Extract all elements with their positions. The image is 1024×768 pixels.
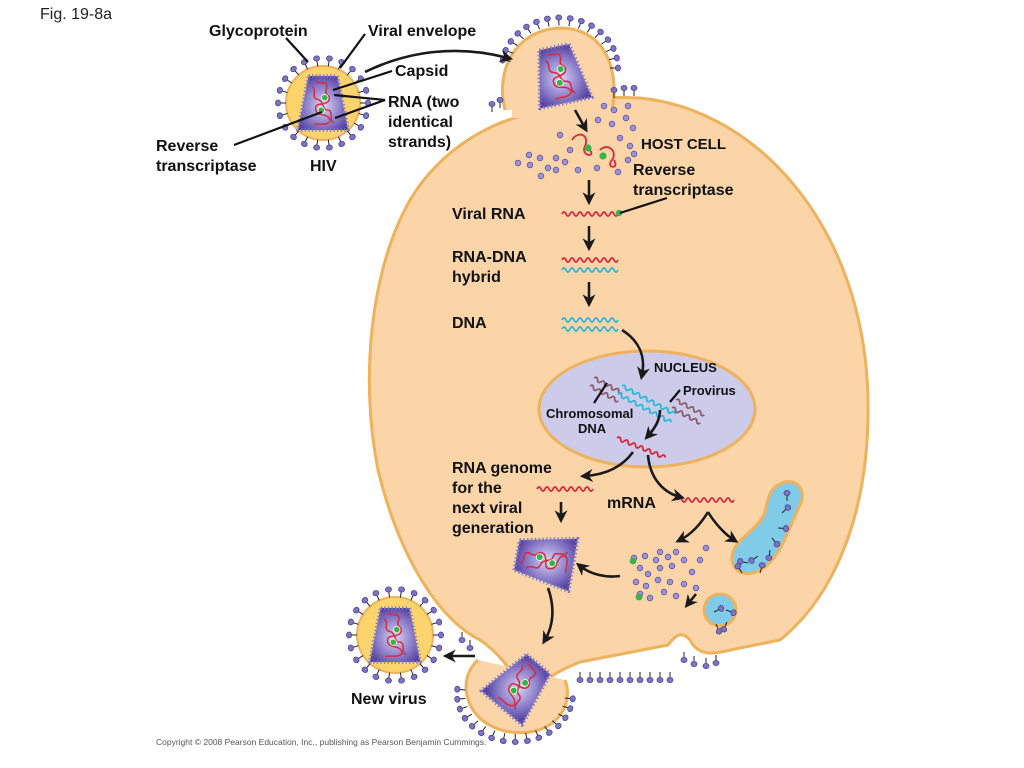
- mrna-strand: [677, 497, 735, 503]
- label-viral-rna: Viral RNA: [452, 206, 526, 223]
- copyright: Copyright © 2008 Pearson Education, Inc.…: [156, 737, 486, 747]
- label-rt-left-2: transcriptase: [156, 158, 257, 175]
- label-nucleus: NUCLEUS: [654, 360, 717, 375]
- label-new-virus: New virus: [351, 691, 427, 708]
- dna-strand-2: [561, 326, 619, 332]
- provirus-strand-1: [621, 384, 676, 415]
- hybrid-dna-strand: [561, 267, 619, 273]
- reverse-transcriptase-enzyme: [615, 209, 623, 217]
- rt-dot: [629, 557, 637, 565]
- dna-strand-1: [561, 317, 619, 323]
- label-chromosomal-1: Chromosomal: [546, 406, 633, 421]
- hiv-virion: [285, 65, 361, 141]
- new-virus: [356, 596, 434, 674]
- label-rt-left-1: Reverse: [156, 138, 218, 155]
- chromosomal-dna-right-1: [675, 398, 705, 417]
- rt-dot: [635, 593, 643, 601]
- capsid-protein-dots: [514, 102, 638, 180]
- label-genome-2: for the: [452, 480, 502, 497]
- genome-rna-strand: [536, 486, 594, 492]
- uncoated-rna: [571, 133, 617, 168]
- figure-label: Fig. 19-8a: [40, 6, 112, 23]
- label-rna-2: identical: [388, 114, 453, 131]
- label-rna-3: strands): [388, 134, 451, 151]
- transcribed-rna: [616, 436, 667, 458]
- label-dna: DNA: [452, 315, 487, 332]
- label-genome-1: RNA genome: [452, 460, 552, 477]
- label-provirus: Provirus: [683, 383, 736, 398]
- provirus-strand-2: [617, 392, 672, 423]
- er-vesicle: [730, 480, 804, 575]
- viral-protein-dots: [630, 544, 710, 602]
- label-chromosomal-2: DNA: [578, 421, 607, 436]
- chromosomal-dna-left-2: [589, 384, 619, 403]
- label-viral-envelope: Viral envelope: [368, 23, 476, 40]
- label-genome-4: generation: [452, 520, 534, 537]
- labels: Glycoprotein Viral envelope Capsid RNA (…: [156, 23, 736, 708]
- process-arrows: [364, 49, 739, 663]
- label-rna-dna-1: RNA-DNA: [452, 249, 527, 266]
- chromosomal-dna-left-1: [593, 376, 623, 395]
- label-glycoprotein: Glycoprotein: [209, 23, 308, 40]
- chromosomal-dna-right-2: [671, 406, 701, 425]
- label-rt-right-2: transcriptase: [633, 182, 734, 199]
- hybrid-rna-strand: [561, 257, 619, 263]
- label-hiv: HIV: [310, 158, 337, 175]
- label-genome-3: next viral: [452, 500, 522, 517]
- label-rt-right-1: Reverse: [633, 162, 695, 179]
- leader-lines: [233, 33, 681, 404]
- label-mrna: mRNA: [607, 495, 656, 512]
- viral-rna-strand: [561, 211, 619, 217]
- label-rna-dna-2: hybrid: [452, 269, 501, 286]
- label-rna-1: RNA (two: [388, 94, 460, 111]
- label-host-cell: HOST CELL: [641, 136, 726, 153]
- label-capsid: Capsid: [395, 63, 448, 80]
